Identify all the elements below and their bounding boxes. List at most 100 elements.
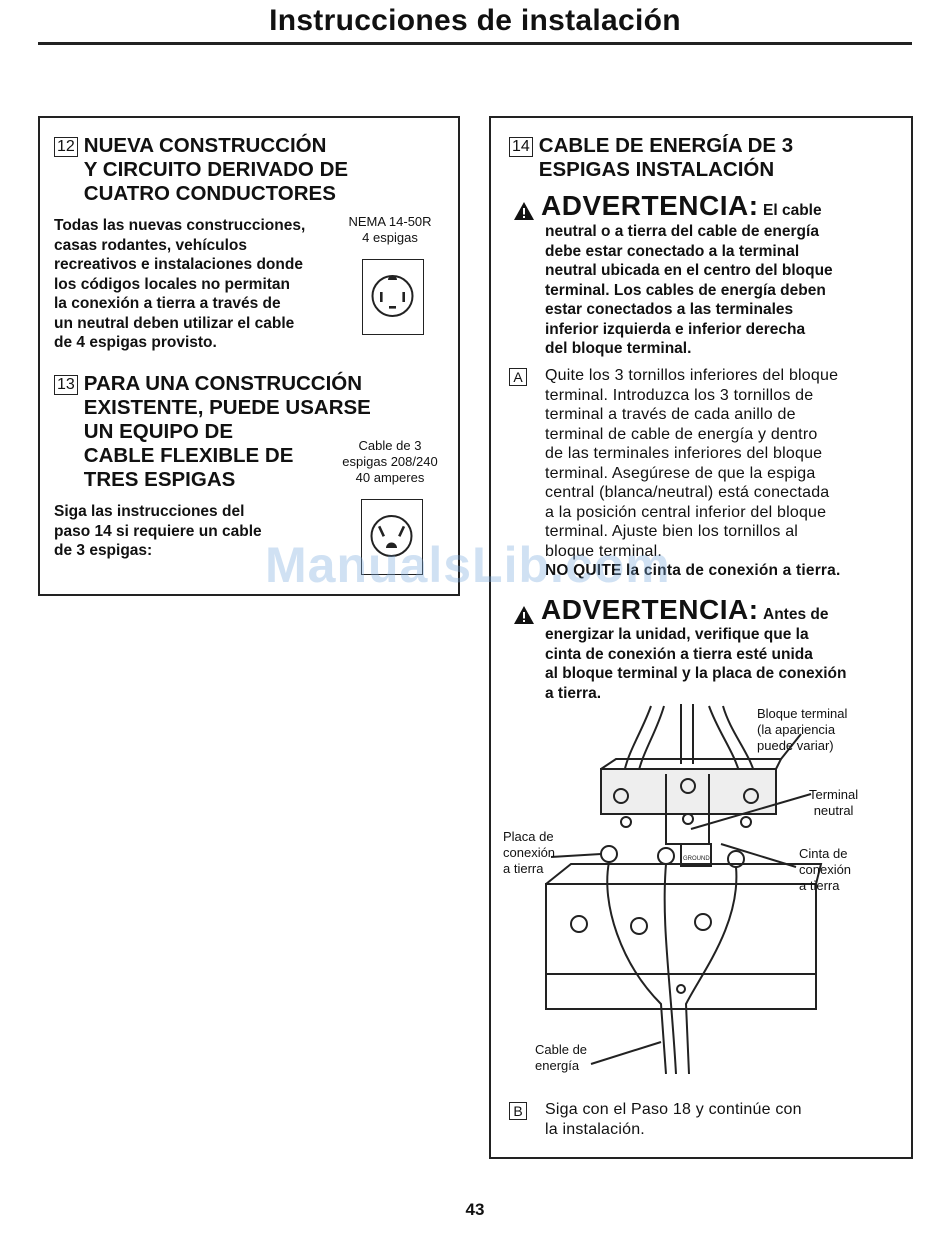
right-panel: 14 CABLE DE ENERGÍA DE 3 ESPIGAS INSTALA… <box>489 116 913 1159</box>
label-line: puede variar) <box>757 738 834 753</box>
title-rule <box>38 42 912 45</box>
warning2-word: ADVERTENCIA: <box>541 594 759 625</box>
step12-heading-line: CUATRO CONDUCTORES <box>83 182 336 205</box>
label-power-cable: Cable de energía <box>535 1042 587 1074</box>
body-line: casas rodantes, vehículos <box>54 236 247 254</box>
label-neutral-terminal: Terminal neutral <box>809 787 858 819</box>
label-line: Cable de <box>535 1042 588 1057</box>
body-line: terminal. Asegúrese de que la espiga <box>545 464 816 482</box>
body-line: recreativos e instalaciones donde <box>54 256 303 273</box>
label-terminal-block: Bloque terminal (la apariencia puede var… <box>757 706 847 754</box>
label-line: a tierra <box>503 861 544 876</box>
step12-heading: 12 NUEVA CONSTRUCCIÓN Y CIRCUITO DERIVAD… <box>54 134 348 206</box>
step-a-note: NO QUITE la cinta de conexión a tierra. <box>545 562 841 579</box>
warning1-body: neutral o a tierra del cable de energía … <box>545 222 833 359</box>
body-line: de 4 espigas provisto. <box>54 334 217 351</box>
label-line: Terminal <box>809 787 859 802</box>
body-line: terminal. Ajuste bien los tornillos al <box>545 523 799 540</box>
step14-number: 14 <box>509 137 533 157</box>
warning-triangle-icon <box>514 605 534 624</box>
warning-line: a tierra. <box>545 684 602 702</box>
body-line: bloque terminal. <box>545 542 663 560</box>
step13-heading-line: EXISTENTE, PUEDE USARSE <box>83 396 371 419</box>
body-line: terminal de cable de energía y dentro <box>545 425 818 443</box>
label-line: Placa de <box>503 829 554 844</box>
step13-heading-line: UN EQUIPO DE <box>83 420 234 443</box>
three-prong-outlet-icon <box>361 499 423 575</box>
step-b-body: Siga con el Paso 18 y continúe con la in… <box>545 1100 802 1139</box>
step13-heading: 13 PARA UNA CONSTRUCCIÓN EXISTENTE, PUED… <box>54 372 371 492</box>
body-line: Quite los 3 tornillos inferiores del blo… <box>545 367 839 384</box>
step14-heading-line: CABLE DE ENERGÍA DE 3 <box>538 134 794 157</box>
page-number: 43 <box>465 1200 485 1219</box>
label-line: Bloque terminal <box>757 706 848 721</box>
step14-heading-line: ESPIGAS INSTALACIÓN <box>538 158 775 181</box>
body-line: los códigos locales no permitan <box>54 275 290 293</box>
body-line: terminal. Introduzca los 3 tornillos de <box>545 386 814 404</box>
warning-line: del bloque terminal. <box>545 340 692 357</box>
four-prong-outlet-icon <box>362 259 424 335</box>
nema-label-line: 4 espigas <box>362 230 418 245</box>
step-a-letter: A <box>509 368 527 386</box>
label-line: neutral <box>813 803 854 818</box>
nema-label: NEMA 14-50R 4 espigas <box>340 214 440 246</box>
nema-label-line: NEMA 14-50R <box>348 214 432 229</box>
body-line: a la posición central inferior del bloqu… <box>545 503 827 521</box>
warning2-lead: Antes de <box>763 606 829 623</box>
warning1-lead: El cable <box>763 202 822 219</box>
step12-body: Todas las nuevas construcciones, casas r… <box>54 216 305 353</box>
body-line: de 3 espigas: <box>54 542 153 559</box>
three-prong-label-line: 40 amperes <box>355 470 425 485</box>
warning-line: energizar la unidad, verifique que la <box>545 626 809 643</box>
step13-heading-line: TRES ESPIGAS <box>83 468 236 491</box>
three-prong-label-line: espigas 208/240 <box>342 454 438 469</box>
warning-line: debe estar conectado a la terminal <box>545 242 800 260</box>
warning-line: cinta de conexión a tierra esté unida <box>545 645 813 663</box>
warning2-body: energizar la unidad, verifique que la ci… <box>545 625 846 703</box>
label-ground-strap: Cinta de conexión a tierra <box>799 846 851 894</box>
body-line: terminal a través de cada anillo de <box>545 406 796 423</box>
terminal-block-diagram: GROUND <box>545 704 823 1074</box>
label-line: conexión <box>503 845 556 860</box>
left-panel: 12 NUEVA CONSTRUCCIÓN Y CIRCUITO DERIVAD… <box>38 116 460 596</box>
page-title: Instrucciones de instalación <box>269 4 681 37</box>
warning1-heading: ADVERTENCIA: El cable <box>513 190 822 222</box>
warning-line: estar conectados a las terminales <box>545 301 794 318</box>
body-line: de las terminales inferiores del bloque <box>545 445 823 462</box>
label-ground-plate: Placa de conexión a tierra <box>503 829 555 877</box>
label-line: (la apariencia <box>757 722 836 737</box>
warning-line: terminal. Los cables de energía deben <box>545 281 826 299</box>
label-line: Cinta de <box>799 846 848 861</box>
body-line: Siga con el Paso 18 y continúe con <box>545 1101 802 1118</box>
step13-heading-line: CABLE FLEXIBLE DE <box>83 444 294 467</box>
ground-text: GROUND <box>683 856 710 862</box>
step12-heading-line: NUEVA CONSTRUCCIÓN <box>83 134 327 157</box>
watermark: ManualsLib.com <box>265 537 671 593</box>
warning-triangle-icon <box>514 201 534 220</box>
step-a-body: Quite los 3 tornillos inferiores del blo… <box>545 366 841 581</box>
step13-number: 13 <box>54 375 78 395</box>
warning-line: inferior izquierda e inferior derecha <box>545 320 806 338</box>
body-line: paso 14 si requiere un cable <box>54 522 262 540</box>
label-line: a tierra <box>799 878 840 893</box>
body-line: un neutral deben utilizar el cable <box>54 314 295 332</box>
body-line: la instalación. <box>545 1120 645 1138</box>
step12-number: 12 <box>54 137 78 157</box>
body-line: Siga las instrucciones del <box>54 503 245 520</box>
warning1-word: ADVERTENCIA: <box>541 190 759 221</box>
label-line: energía <box>535 1058 580 1073</box>
warning-line: neutral ubicada en el centro del bloque <box>545 262 833 279</box>
body-line: Todas las nuevas construcciones, <box>54 217 306 234</box>
step13-body: Siga las instrucciones del paso 14 si re… <box>54 502 262 561</box>
label-line: conexión <box>799 862 852 877</box>
three-prong-label: Cable de 3 espigas 208/240 40 amperes <box>330 438 450 486</box>
warning-line: neutral o a tierra del cable de energía <box>545 223 819 240</box>
warning2-heading: ADVERTENCIA: Antes de <box>513 594 828 626</box>
step14-heading: 14 CABLE DE ENERGÍA DE 3 ESPIGAS INSTALA… <box>509 134 793 182</box>
body-line: central (blanca/neutral) está conectada <box>545 484 830 501</box>
step-b-letter: B <box>509 1102 527 1120</box>
three-prong-label-line: Cable de 3 <box>358 438 422 453</box>
warning-line: al bloque terminal y la placa de conexió… <box>545 665 847 682</box>
step12-heading-line: Y CIRCUITO DERIVADO DE <box>83 158 349 181</box>
body-line: la conexión a tierra a través de <box>54 295 281 312</box>
